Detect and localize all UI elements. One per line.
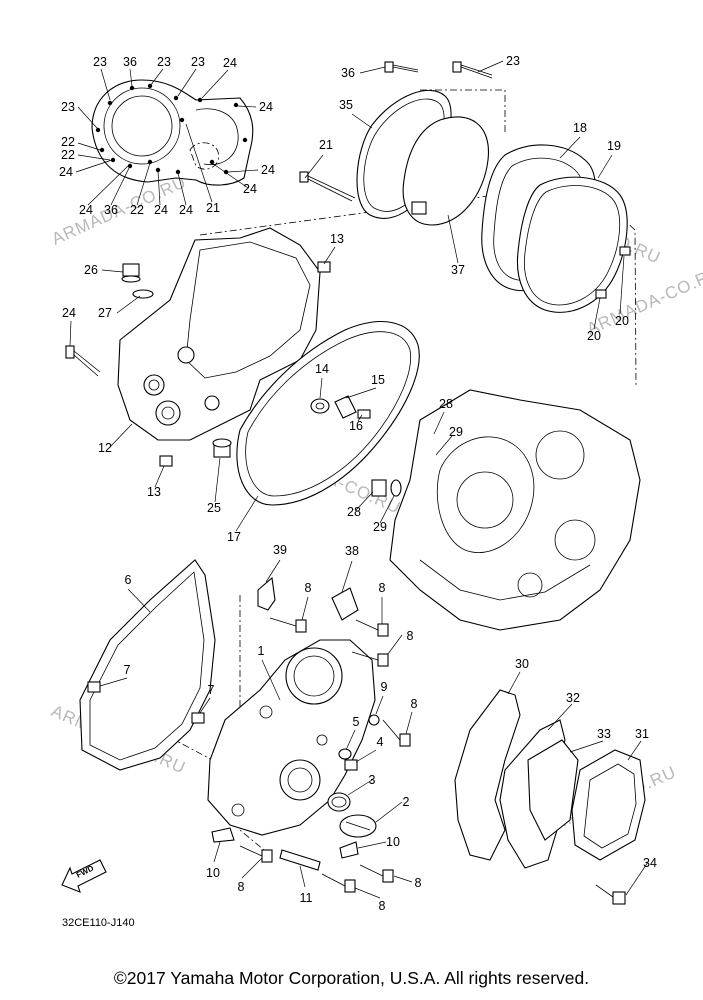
bolt-layout-inset [91, 79, 254, 186]
callout-label: 22 [61, 148, 75, 162]
callout-label: 33 [597, 727, 611, 741]
callout-label: 9 [381, 680, 388, 694]
callout-label: 22 [61, 135, 75, 149]
bolt-23 [452, 61, 493, 79]
callout-label: 18 [573, 121, 587, 135]
callout-label: 36 [104, 203, 118, 217]
callout-label: 21 [319, 138, 333, 152]
callout-label: 24 [259, 100, 273, 114]
callout-label: 31 [635, 727, 649, 741]
watermark-text: ARMADA-CO.RU [49, 172, 189, 248]
callout-label: 29 [449, 425, 463, 439]
sprocket-cover-group [454, 689, 646, 905]
callout-label: 35 [339, 98, 353, 112]
callout-label: 23 [506, 54, 520, 68]
callout-label: 7 [208, 683, 215, 697]
callout-label: 4 [377, 735, 384, 749]
callout-label: 23 [191, 55, 205, 69]
copyright-notice: ©2017 Yamaha Motor Corporation, U.S.A. A… [113, 968, 590, 988]
callout-label: 7 [124, 663, 131, 677]
callout-label: 24 [261, 163, 275, 177]
callout-label: 6 [125, 573, 132, 587]
callout-label: 15 [371, 373, 385, 387]
callout-label: 26 [84, 263, 98, 277]
callout-label: 24 [223, 56, 237, 70]
stator-cover-group [79, 559, 411, 893]
callout-label: 24 [79, 203, 93, 217]
callout-label: 30 [515, 657, 529, 671]
callout-label: 28 [439, 397, 453, 411]
callout-label: 1 [258, 644, 265, 658]
callout-label: 2 [403, 795, 410, 809]
callout-label: 20 [615, 314, 629, 328]
callout-label: 8 [379, 581, 386, 595]
callout-label: 8 [415, 876, 422, 890]
callout-label: 3 [369, 773, 376, 787]
callout-label: 32 [566, 691, 580, 705]
forward-arrow-icon: FWD [61, 859, 107, 893]
crankcase-cover-12 [65, 227, 331, 467]
callout-label: 24 [154, 203, 168, 217]
callout-label: 36 [123, 55, 137, 69]
callout-label: 36 [341, 66, 355, 80]
callout-label: 12 [98, 441, 112, 455]
callout-label: 23 [157, 55, 171, 69]
callout-label: 24 [243, 182, 257, 196]
callout-label: 17 [227, 530, 241, 544]
callout-label: 21 [206, 201, 220, 215]
callout-labels: 23 36 23 23 24 23 24 22 22 24 24 24 24 3… [59, 54, 657, 913]
callout-label: 10 [206, 866, 220, 880]
callout-label: 22 [130, 203, 144, 217]
callout-label: 25 [207, 501, 221, 515]
diagram-code: 32CE110-J140 [62, 917, 135, 929]
callout-label: 39 [273, 543, 287, 557]
bolt-8-set [239, 617, 411, 893]
callout-label: 16 [349, 419, 363, 433]
callout-label: 20 [587, 329, 601, 343]
callout-label: 11 [300, 891, 313, 905]
callout-label: 24 [179, 203, 193, 217]
callout-label: 37 [451, 263, 465, 277]
callout-label: 23 [93, 55, 107, 69]
callout-label: 13 [147, 485, 161, 499]
callout-label: 24 [62, 306, 76, 320]
callout-label: 8 [411, 697, 418, 711]
callout-label: 24 [59, 165, 73, 179]
callout-label: 8 [379, 899, 386, 913]
crankcase [389, 389, 641, 631]
callout-label: 23 [61, 100, 75, 114]
callout-label: 8 [305, 581, 312, 595]
callout-label: 34 [643, 856, 657, 870]
callout-label: 8 [238, 880, 245, 894]
callout-label: 38 [345, 544, 359, 558]
callout-label: 27 [98, 306, 112, 320]
callout-label: 8 [407, 629, 414, 643]
callout-label: 5 [353, 715, 360, 729]
outer-clutch-cover-group [199, 61, 637, 386]
callout-label: 19 [607, 139, 621, 153]
callout-label: 29 [373, 520, 387, 534]
callout-label: 10 [386, 835, 400, 849]
callout-label: 14 [315, 362, 329, 376]
callout-label: 13 [330, 232, 344, 246]
bolt-36 [384, 61, 419, 73]
callout-label: 28 [347, 505, 361, 519]
leader-lines [69, 60, 649, 899]
